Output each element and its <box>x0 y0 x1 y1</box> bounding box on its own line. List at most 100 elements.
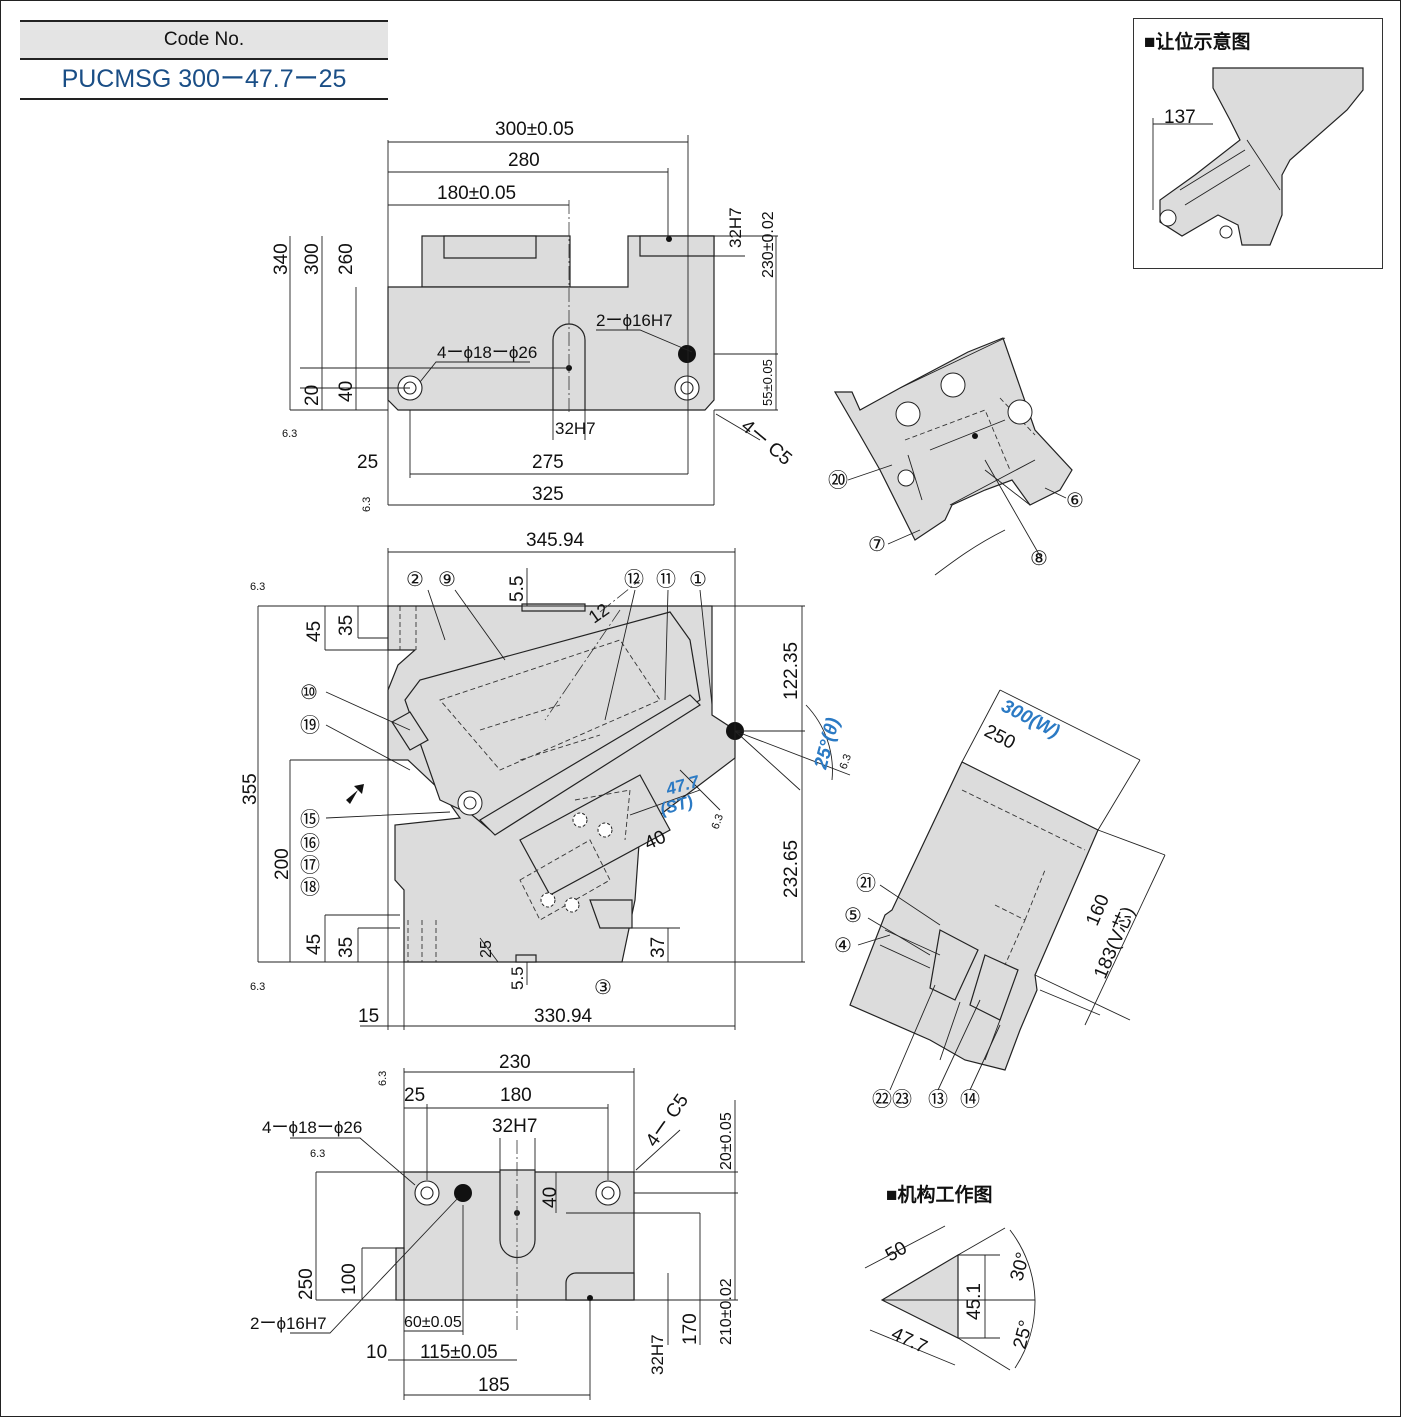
front-balloon-12: ⑫ <box>624 568 644 591</box>
bottom-dimension-lines <box>315 1068 738 1400</box>
bottom-dim-100: 100 <box>339 1263 360 1295</box>
front-slider-plate <box>479 694 701 836</box>
front-hidden-screw-1 <box>572 812 588 828</box>
front-centerlines <box>544 579 641 721</box>
front-bottom-plate <box>515 954 537 963</box>
bottom-dim-250: 250 <box>296 1268 317 1300</box>
top-dim-260: 260 <box>336 243 357 275</box>
bottom-key-slot <box>565 1272 635 1301</box>
side-dim-250: 250 <box>981 721 1019 754</box>
front-dim-45-top: 45 <box>304 621 325 642</box>
top-dim-340: 340 <box>271 243 292 275</box>
front-dim-122-35: 122.35 <box>781 642 802 700</box>
front-hidden-screw-2 <box>597 822 613 838</box>
front-dim-5-5-bottom: 5.5 <box>508 966 527 990</box>
side-balloon-14: ⑭ <box>960 1088 980 1111</box>
front-balloon-18: ⑱ <box>300 876 320 899</box>
top-callout-bolt-holes: 4ーϕ18ーϕ26 <box>437 343 537 362</box>
top-view-base-plate <box>387 235 715 411</box>
bottom-dim-170: 170 <box>680 1313 701 1345</box>
front-balloon-11: ⑪ <box>656 568 676 591</box>
front-roughness-angle: 6.3 <box>838 753 855 771</box>
relief-roller <box>1159 209 1177 227</box>
mechanism-diagram: 50 45.1 47.7 30° 25° <box>864 1225 1037 1371</box>
mechanism-dimension-lines <box>864 1225 1035 1371</box>
bottom-dim-32h7: 32H7 <box>492 1116 537 1137</box>
top-dim-275: 275 <box>532 452 564 473</box>
mechanism-diagram-title: ■机构工作图 <box>886 1185 993 1206</box>
front-balloon-16: ⑯ <box>300 832 320 855</box>
top-dim-25: 25 <box>357 452 378 473</box>
front-hidden-screw-3 <box>540 892 556 908</box>
mechanism-angle-arc <box>1009 1229 1036 1369</box>
front-dim-37: 37 <box>648 937 669 958</box>
iso-screw-4 <box>897 469 915 487</box>
top-view-leaders <box>419 329 761 441</box>
isometric-view: ⑳ ⑦ ⑧ ⑥ <box>828 337 1084 576</box>
bottom-view: 230 25 180 32H7 4ー C5 20±0.05 40 250 100… <box>250 1052 738 1400</box>
top-dim-20: 20 <box>302 385 323 406</box>
side-dim-160: 160 <box>1082 892 1114 929</box>
front-dim-35-bottom: 35 <box>336 937 357 958</box>
bottom-callout-dowel-holes: 2ーϕ16H7 <box>250 1314 327 1333</box>
mechanism-angle-30: 30° <box>1007 1250 1035 1283</box>
code-number-value: PUCMSG 300ー47.7ー25 <box>20 60 388 100</box>
side-balloon-13: ⑬ <box>928 1088 948 1111</box>
side-balloon-4: ④ <box>834 935 852 957</box>
bottom-dim-20: 20±0.05 <box>718 1112 735 1170</box>
bottom-dim-230: 230 <box>499 1052 531 1073</box>
top-dim-chamfer: 4ー C5 <box>737 416 796 470</box>
iso-breakline <box>934 529 1006 576</box>
iso-body <box>833 337 1073 541</box>
code-number-header: Code No. <box>20 20 388 60</box>
relief-dim-137: 137 <box>1164 107 1196 128</box>
bottom-callout-bolt-holes: 4ーϕ18ーϕ26 <box>262 1118 362 1137</box>
front-driver-block <box>519 774 671 896</box>
top-view-dowel-hole <box>678 345 696 363</box>
iso-balloon-8: ⑧ <box>1030 548 1048 570</box>
top-dim-230: 230±0.02 <box>760 211 777 278</box>
bottom-dim-10: 10 <box>366 1342 387 1363</box>
side-balloon-5: ⑤ <box>844 905 862 927</box>
top-view-dimension-lines <box>289 135 778 506</box>
side-hidden-lines <box>961 789 1086 966</box>
top-view-key-mark <box>666 236 672 242</box>
front-roller-inner <box>463 796 477 810</box>
front-dim-330-94: 330.94 <box>534 1006 593 1027</box>
top-dim-40: 40 <box>336 381 357 402</box>
side-edges <box>879 929 1001 1061</box>
front-dim-25: 25 <box>478 940 495 958</box>
front-dim-45-bottom: 45 <box>304 934 325 955</box>
bottom-dim-60: 60±0.05 <box>404 1314 462 1331</box>
top-view-bolt-hole-2-inner <box>680 381 694 395</box>
relief-part-edges <box>1179 139 1281 206</box>
iso-balloon-20: ⑳ <box>828 469 848 492</box>
front-part-10 <box>391 711 429 751</box>
bottom-roughness-2: 6.3 <box>310 1148 325 1160</box>
side-balloon-21: ㉑ <box>856 872 876 895</box>
side-block-22 <box>929 929 979 1001</box>
mechanism-dim-45-1: 45.1 <box>964 1283 985 1320</box>
top-dim-180: 180±0.05 <box>437 183 516 204</box>
bottom-key-mark <box>587 1295 593 1301</box>
bottom-leaders <box>290 1129 681 1334</box>
code-number-box: Code No. PUCMSG 300ー47.7ー25 <box>20 20 388 100</box>
mechanism-dim-50: 50 <box>882 1238 911 1267</box>
side-balloon-leaders <box>857 884 1001 1091</box>
top-view-key <box>639 235 715 257</box>
front-top-plate <box>521 603 586 612</box>
side-view: 300(W) 250 160 183(V芯) ㉑ ⑤ ④ ㉒㉓ ⑬ ⑭ <box>834 689 1166 1111</box>
side-body <box>849 761 1099 1071</box>
top-dim-300: 300±0.05 <box>495 119 574 140</box>
side-balloon-22-23: ㉒㉓ <box>872 1088 912 1111</box>
relief-diagram: 137 <box>1152 67 1364 246</box>
top-view: 300±0.05 280 180±0.05 340 300 260 40 20 … <box>271 119 796 512</box>
front-balloon-3: ③ <box>594 977 612 999</box>
front-roughness-stroke: 6.3 <box>710 813 727 831</box>
iso-edges <box>899 337 1036 506</box>
front-angle-lines <box>629 730 851 816</box>
front-dim-15: 15 <box>358 1006 379 1027</box>
front-dim-232-65: 232.65 <box>781 840 802 898</box>
top-roughness-1: 6.3 <box>282 428 297 440</box>
